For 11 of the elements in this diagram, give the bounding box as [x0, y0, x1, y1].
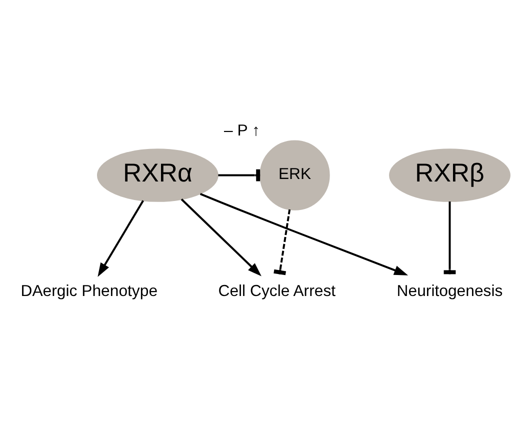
node-circle: ERK	[260, 140, 330, 210]
node-ellipse: RXRβ	[389, 148, 510, 202]
node-text: Neuritogenesis	[396, 282, 503, 300]
node-text: DAergic Phenotype	[20, 282, 158, 300]
node-text: Cell Cycle Arrest	[218, 282, 336, 300]
connector	[274, 209, 291, 276]
arrow	[180, 198, 262, 276]
node-label: – P ↑	[224, 122, 260, 140]
arrow	[200, 193, 408, 276]
arrow	[98, 200, 144, 277]
node-ellipse: RXRα	[96, 148, 218, 202]
